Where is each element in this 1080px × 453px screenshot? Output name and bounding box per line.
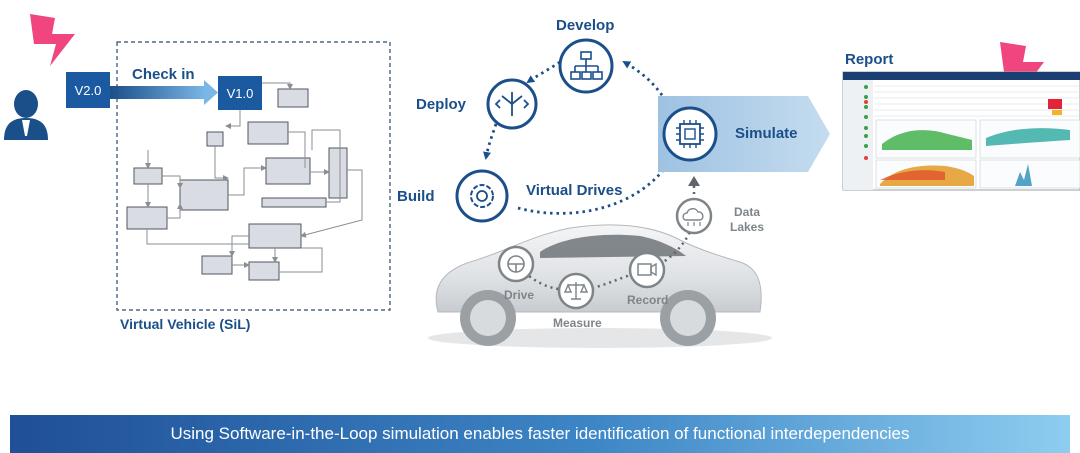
data-lakes-label: Data Lakes — [729, 205, 765, 234]
virtual-vehicle-caption: Virtual Vehicle (SiL) — [120, 316, 251, 332]
simulate-label: Simulate — [735, 125, 798, 142]
scale-icon — [557, 272, 595, 310]
record-label: Record — [627, 293, 669, 307]
version-v2-box — [66, 72, 110, 108]
virtual-drives-label: Virtual Drives — [526, 182, 623, 199]
report-screenshot — [842, 71, 1080, 191]
car-process-path — [515, 221, 695, 292]
version-v1-box — [218, 76, 262, 110]
block-diagram — [126, 82, 363, 281]
version-old-label: V1.0 — [226, 85, 254, 101]
version-new-label: V2.0 — [74, 82, 102, 98]
summary-banner: Using Software-in-the-Loop simulation en… — [10, 415, 1070, 453]
deploy-label: Deploy — [416, 96, 467, 113]
camera-icon — [628, 251, 666, 289]
org-chart-icon — [558, 38, 614, 94]
check-in-label: Check in — [132, 66, 195, 83]
build-label: Build — [397, 188, 435, 205]
cloud-icon — [675, 197, 713, 235]
measure-label: Measure — [553, 316, 602, 330]
virtual-vehicle-frame — [116, 41, 391, 311]
drive-label: Drive — [504, 288, 535, 302]
report-label: Report — [845, 51, 894, 68]
cycle-arrow-deploy-to-build — [483, 123, 498, 160]
cycle-arrow-develop-to-deploy — [526, 60, 561, 84]
lightning-icon — [30, 14, 75, 66]
cpu-chip-icon — [662, 106, 718, 162]
develop-label: Develop — [556, 17, 615, 34]
lightning-icon — [1000, 42, 1044, 94]
steering-wheel-icon — [497, 245, 535, 283]
user-icon — [4, 90, 48, 140]
gear-icon — [455, 169, 509, 223]
check-in-arrow — [110, 80, 218, 105]
cycle-arrow-build-to-simulate — [517, 156, 674, 215]
deploy-icon — [486, 78, 538, 130]
